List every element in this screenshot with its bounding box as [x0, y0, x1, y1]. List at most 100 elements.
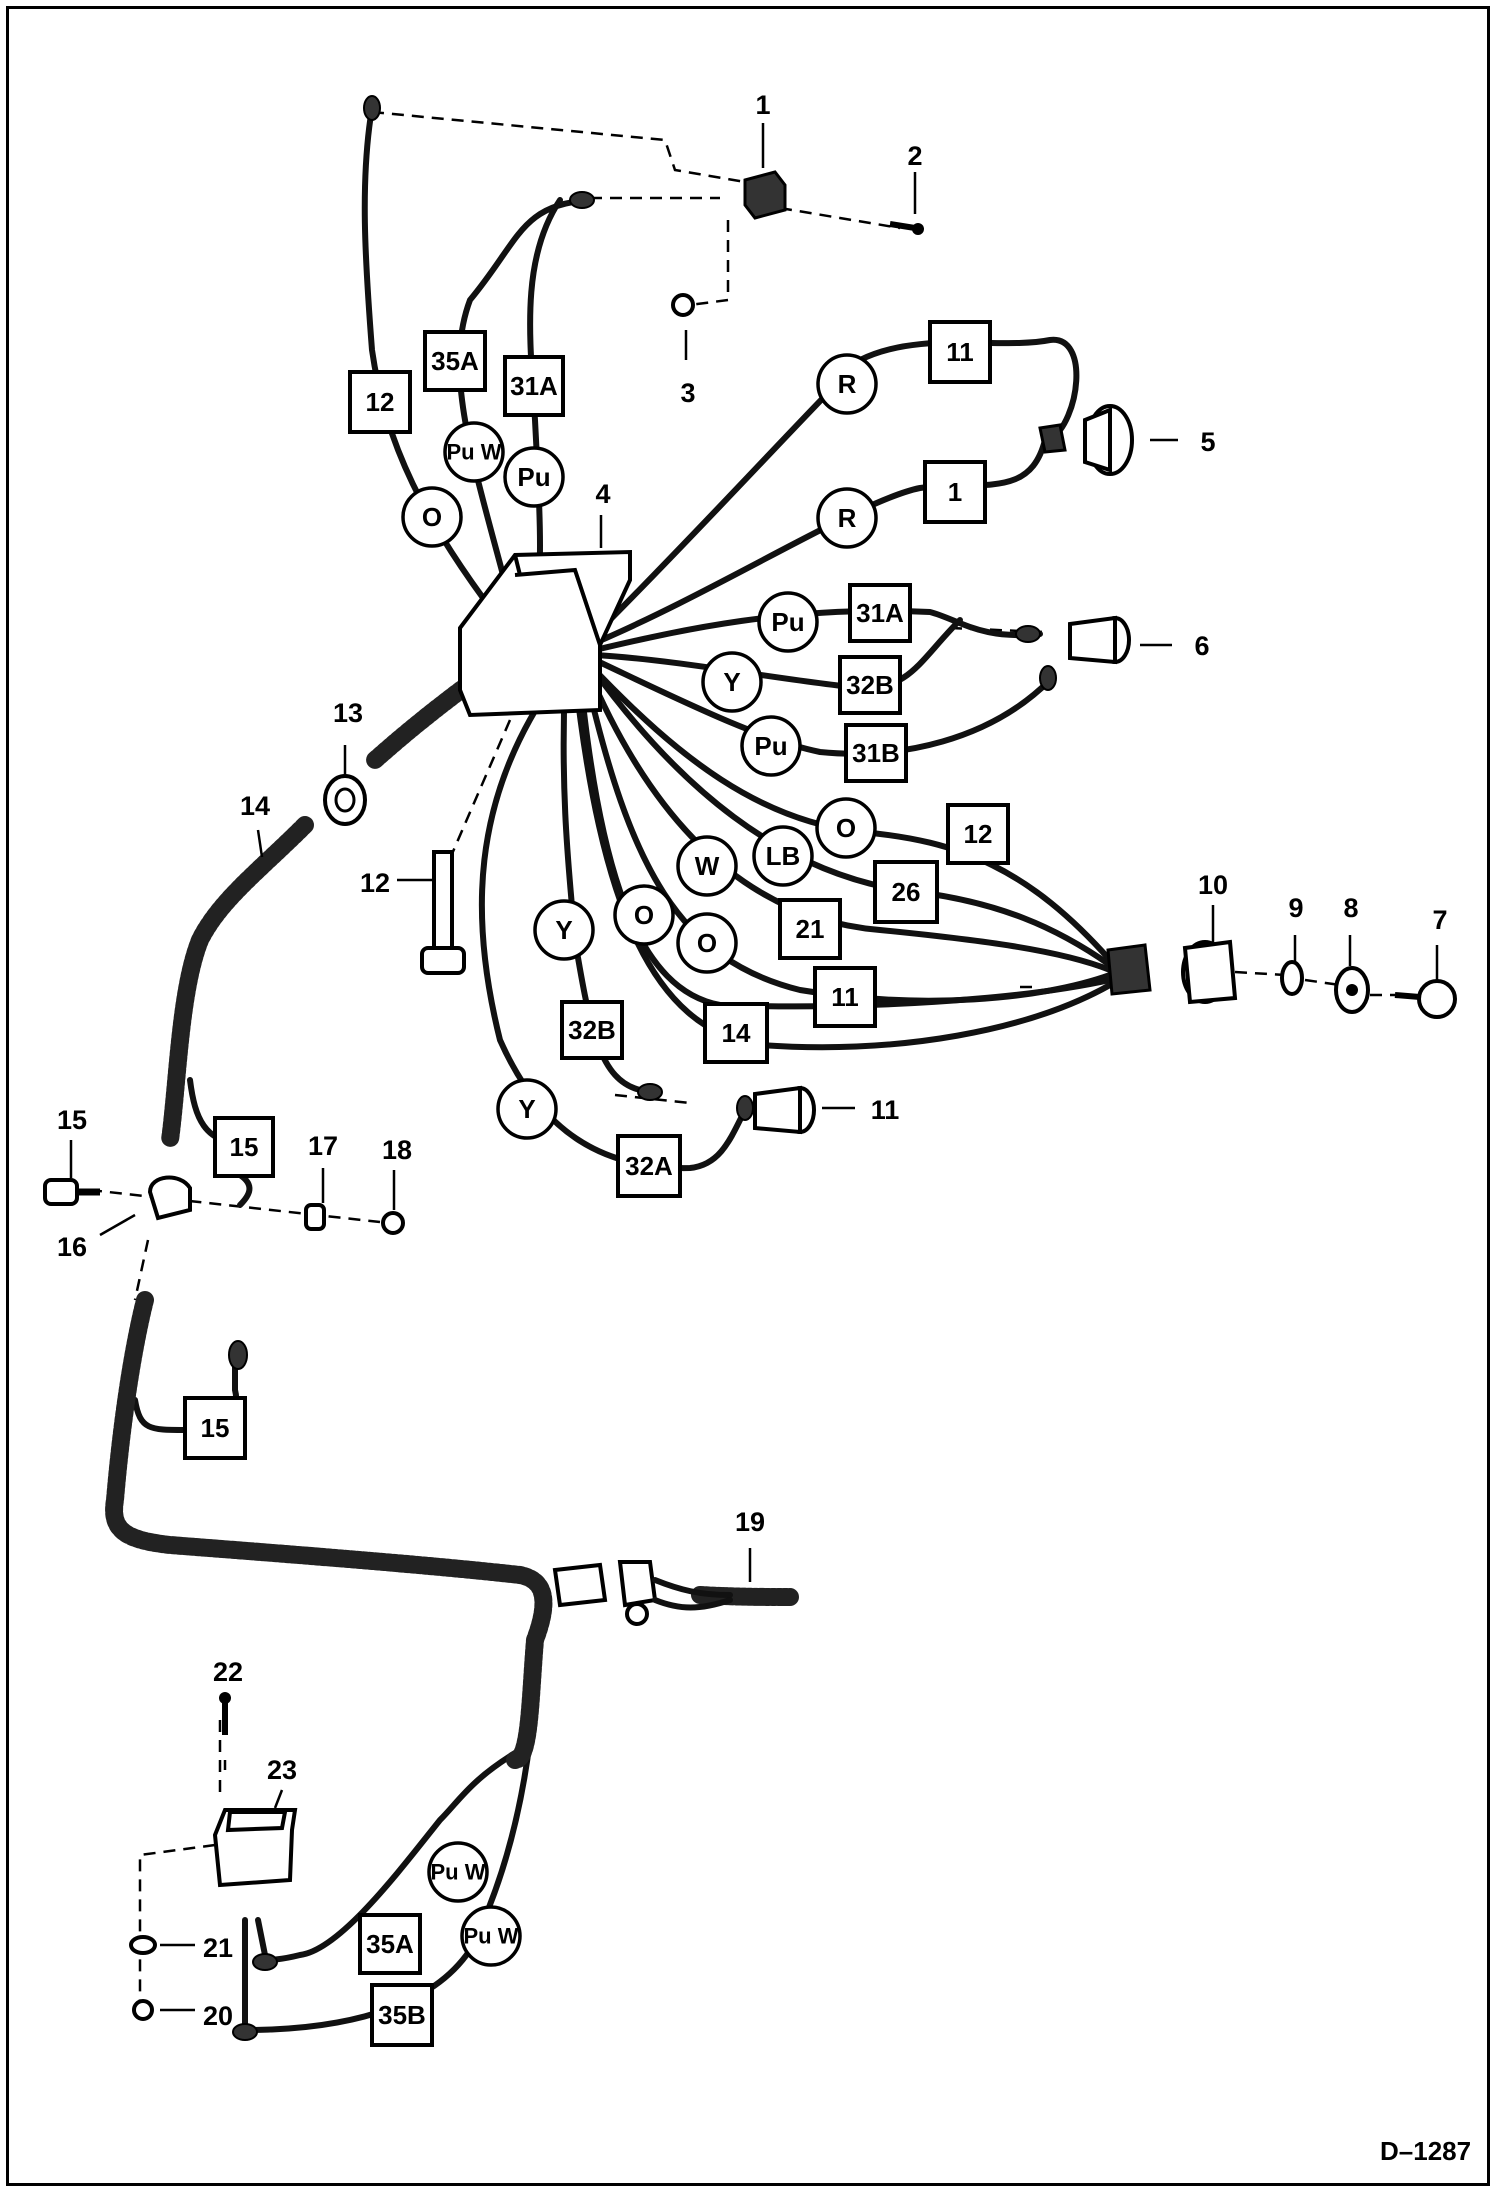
color-tag: LB: [752, 825, 814, 887]
color-tag: W: [676, 835, 738, 897]
svg-text:32A: 32A: [625, 1151, 673, 1181]
svg-text:35A: 35A: [431, 346, 479, 376]
callout-17: 17: [308, 1131, 338, 1161]
svg-text:Pu: Pu: [754, 731, 787, 761]
svg-text:12: 12: [366, 387, 395, 417]
svg-text:26: 26: [892, 877, 921, 907]
svg-text:21: 21: [796, 914, 825, 944]
wire-tag: 32A: [616, 1134, 682, 1198]
svg-text:31A: 31A: [510, 371, 558, 401]
callout-19: 19: [735, 1507, 765, 1537]
wire-tag: 15: [183, 1396, 247, 1460]
callout-2: 2: [907, 141, 922, 171]
svg-text:Y: Y: [723, 667, 740, 697]
wire-tag: 1: [923, 460, 987, 524]
wire-tag: 35A: [423, 330, 487, 392]
callout-9: 9: [1288, 893, 1303, 923]
callout-7: 7: [1432, 905, 1447, 935]
color-tag: R: [816, 353, 878, 415]
svg-text:11: 11: [946, 337, 974, 367]
callout-leaders: [69, 123, 1439, 2012]
svg-text:Pu W: Pu W: [431, 1860, 486, 1885]
callout-13: 13: [333, 698, 363, 728]
wire-number-tags: 12 35A 31A 11 1 31A 32B 31B 12 26 21 11 …: [183, 320, 1010, 2047]
svg-text:35A: 35A: [366, 1929, 414, 1959]
svg-text:R: R: [838, 369, 857, 399]
svg-text:Pu W: Pu W: [447, 440, 502, 465]
wire-tag: 11: [813, 966, 877, 1028]
callout-14: 14: [240, 791, 270, 821]
svg-text:W: W: [695, 851, 720, 881]
callout-5: 5: [1200, 427, 1215, 457]
wire-tag: 35A: [358, 1913, 422, 1975]
callout-22: 22: [213, 1657, 243, 1687]
callout-1: 1: [755, 90, 770, 120]
color-tag: Pu W: [443, 421, 505, 483]
svg-text:Y: Y: [518, 1094, 535, 1124]
svg-text:Pu: Pu: [771, 607, 804, 637]
callout-21: 21: [203, 1933, 233, 1963]
wire-tag: 14: [703, 1002, 769, 1064]
wire-tag: 32B: [560, 1000, 624, 1060]
svg-text:LB: LB: [766, 841, 801, 871]
color-tag: O: [613, 884, 675, 946]
svg-text:15: 15: [201, 1413, 230, 1443]
figure-reference: D–1287: [1380, 2136, 1471, 2166]
wire-tag: 26: [873, 860, 939, 924]
color-tag: Y: [496, 1078, 558, 1140]
wire-tag: 35B: [370, 1983, 434, 2047]
color-tag: Pu W: [427, 1841, 489, 1903]
callout-4: 4: [595, 479, 610, 509]
wires: [132, 105, 1113, 2033]
svg-text:31B: 31B: [852, 738, 900, 768]
color-tag: R: [816, 487, 878, 549]
color-tag: Y: [533, 899, 595, 961]
wire-tag: 32B: [838, 655, 902, 715]
svg-text:Pu: Pu: [517, 462, 550, 492]
svg-text:14: 14: [722, 1018, 751, 1048]
wire-tag: 31A: [848, 583, 912, 643]
svg-text:15: 15: [230, 1132, 259, 1162]
callout-numbers: 1 2 3 4 5 6 7 8 9 10 11 12 13 14 15 16 1…: [57, 90, 1448, 2031]
callout-23: 23: [267, 1755, 297, 1785]
wire-tag: 31B: [844, 723, 908, 783]
color-tag: Y: [701, 651, 763, 713]
callout-10: 10: [1198, 870, 1228, 900]
callout-20: 20: [203, 2001, 233, 2031]
callout-15: 15: [57, 1105, 87, 1135]
callout-12: 12: [360, 868, 390, 898]
svg-text:12: 12: [964, 819, 993, 849]
wire-tag: 12: [348, 370, 412, 434]
svg-text:32B: 32B: [846, 670, 894, 700]
color-tag: Pu W: [460, 1905, 522, 1967]
color-tag: O: [676, 912, 738, 974]
color-tag: Pu: [757, 591, 819, 653]
color-tag: Pu: [740, 715, 802, 777]
svg-text:O: O: [836, 813, 856, 843]
svg-text:35B: 35B: [378, 2000, 426, 2030]
wire-tag: 31A: [503, 355, 565, 417]
svg-text:O: O: [634, 900, 654, 930]
color-tag: O: [815, 797, 877, 859]
wire-color-tags: O Pu W Pu R R Pu Y Pu O LB W O O Y Y Pu …: [401, 353, 878, 1967]
callout-8: 8: [1343, 893, 1358, 923]
callout-3: 3: [680, 378, 695, 408]
svg-text:Y: Y: [555, 915, 572, 945]
svg-text:O: O: [422, 502, 442, 532]
callout-11: 11: [871, 1095, 900, 1125]
svg-text:32B: 32B: [568, 1015, 616, 1045]
diagram-frame: [6, 6, 1490, 2186]
wire-tag: 15: [213, 1116, 275, 1178]
svg-text:31A: 31A: [856, 598, 904, 628]
callout-18: 18: [382, 1135, 412, 1165]
wire-tag: 21: [778, 898, 842, 960]
svg-text:Pu W: Pu W: [464, 1924, 519, 1949]
svg-text:R: R: [838, 503, 857, 533]
svg-text:O: O: [697, 928, 717, 958]
parts: [43, 95, 1457, 2041]
svg-text:1: 1: [948, 477, 962, 507]
wire-tag: 11: [928, 320, 992, 384]
color-tag: O: [401, 486, 463, 548]
callout-16: 16: [57, 1232, 87, 1262]
